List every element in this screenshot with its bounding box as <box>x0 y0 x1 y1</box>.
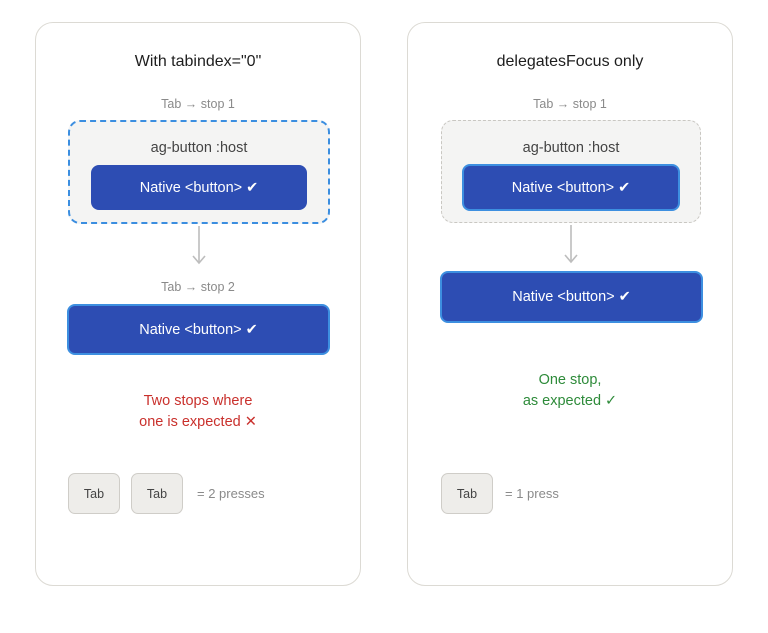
panel-delegates-focus: delegatesFocus only Tab → stop 1 ag-butt… <box>407 22 733 586</box>
ag-button-host-focused[interactable]: ag-button :host Native <button> ✔ <box>68 120 330 224</box>
native-button-second[interactable]: Native <button> ✔ <box>440 271 703 323</box>
result-line-1: One stop, <box>538 372 602 388</box>
result-message-error: Two stops where one is expected ✕ <box>36 391 360 433</box>
tab-key-1: Tab <box>441 473 493 514</box>
native-button-inner-focused[interactable]: Native <button> ✔ <box>462 164 680 211</box>
press-count-label: = 1 press <box>505 486 559 501</box>
tab-key-1: Tab <box>68 473 120 514</box>
result-line-2: one is expected ✕ <box>139 414 257 430</box>
arrow-down-icon <box>192 226 206 265</box>
result-line-2: as expected ✓ <box>522 393 618 409</box>
native-button-inner[interactable]: Native <button> ✔ <box>91 165 307 210</box>
tab-key-2: Tab <box>131 473 183 514</box>
panel-title: delegatesFocus only <box>496 53 644 70</box>
host-label: ag-button :host <box>150 140 248 156</box>
press-count-label: = 2 presses <box>197 486 265 501</box>
tab-stop-2-caption: Tab → stop 2 <box>161 280 235 294</box>
panel-title: With tabindex="0" <box>134 53 262 70</box>
result-line-1: Two stops where <box>143 393 253 409</box>
native-button-second[interactable]: Native <button> ✔ <box>67 304 330 355</box>
arrow-down-icon <box>564 225 578 264</box>
tab-stop-1-caption: Tab → stop 1 <box>161 97 235 111</box>
panel-tabindex-zero: With tabindex="0" Tab → stop 1 ag-button… <box>35 22 361 586</box>
result-message-success: One stop, as expected ✓ <box>408 370 732 412</box>
ag-button-host: ag-button :host Native <button> ✔ <box>441 120 701 223</box>
host-label: ag-button :host <box>522 140 620 156</box>
tab-stop-1-caption: Tab → stop 1 <box>533 97 607 111</box>
